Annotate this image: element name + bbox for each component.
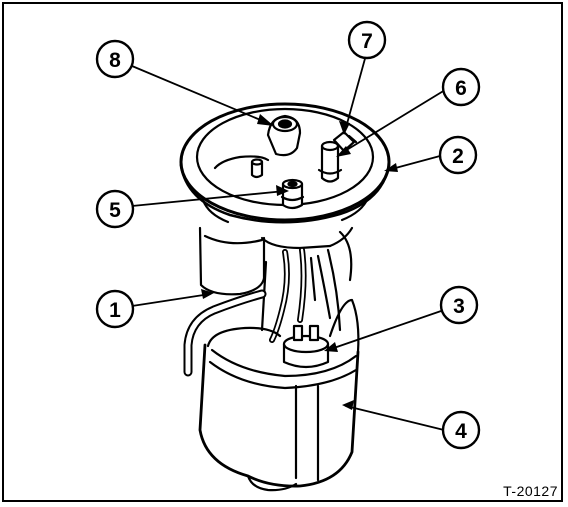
pump-body-part [183,226,354,377]
callout-6: 6 [441,67,481,107]
outlet-nozzle-part [213,114,302,170]
callout-2: 2 [438,135,478,175]
callout-4: 4 [441,410,481,450]
return-nozzle-part [280,178,305,210]
figure-frame [2,2,563,502]
leader-line-3 [327,309,445,351]
leader-line-5 [131,190,286,207]
leader-line-7 [344,54,367,132]
flange-part [179,102,391,224]
leader-arrowheads [201,114,398,410]
figure-code: T-20127 [503,483,558,499]
callout-3: 3 [439,285,479,325]
leader-lines [131,54,446,431]
svg-text:4: 4 [455,420,467,443]
svg-text:5: 5 [109,199,121,222]
callout-8: 8 [95,39,135,79]
callout-5: 5 [95,189,135,229]
leader-line-6 [339,89,446,155]
leader-line-8 [131,65,271,125]
svg-text:7: 7 [361,30,373,53]
svg-text:8: 8 [109,49,121,72]
reservoir-part [198,298,360,492]
svg-text:6: 6 [455,77,467,100]
leader-line-4 [345,405,445,431]
svg-text:2: 2 [452,145,464,168]
leader-line-1 [131,293,211,307]
svg-text:1: 1 [109,299,121,322]
callout-7: 7 [347,20,387,60]
electrical-connector-part [317,130,358,183]
svg-text:3: 3 [453,295,465,318]
pump-motor-part [282,324,330,369]
callout-1: 1 [95,289,135,329]
